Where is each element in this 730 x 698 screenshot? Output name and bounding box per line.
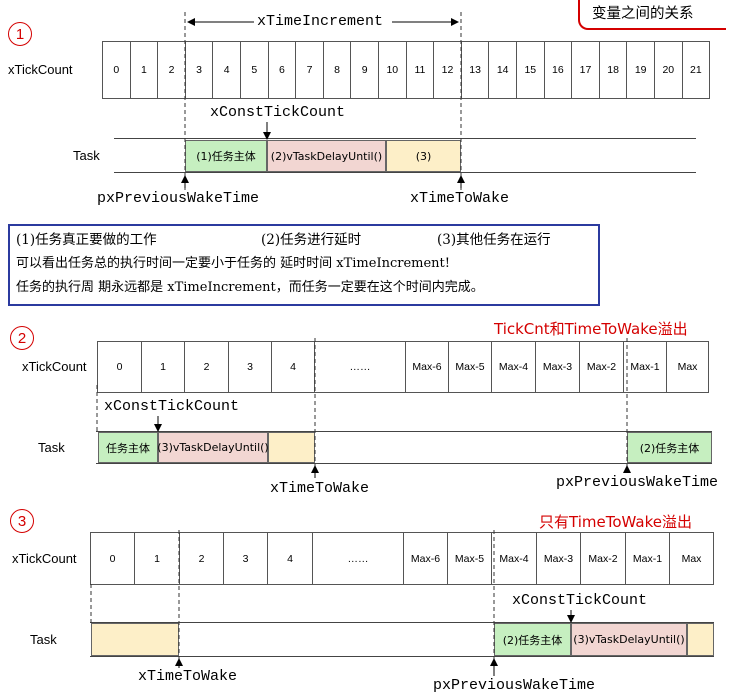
sec1-xtickcount-label: xTickCount [8,62,73,77]
sec2-tick-cell: Max-3 [535,341,580,393]
sec2-const-tick-label: xConstTickCount [104,398,240,415]
sec2-seg-other [268,432,315,463]
sec3-tick-cell: Max [669,532,714,585]
sec2-seg-task-body-prev: (2)任务主体 [627,432,712,463]
explanation-line-2: 可以看出任务总的执行时间一定要小于任务的 延时时间 xTimeIncrement… [16,256,450,271]
sec1-seg-other: (3) [386,140,461,172]
sec1-const-tick-label: xConstTickCount [210,104,346,121]
sec3-task-line-bottom [90,656,714,657]
relationship-badge-text: 变量之间的关系 [592,6,694,22]
sec2-time-to-wake-label: xTimeToWake [270,480,370,497]
sec2-tick-cell: 4 [271,341,315,393]
sec3-tick-cell: 4 [267,532,313,585]
sec2-tick-cell: Max-5 [448,341,492,393]
sec2-seg-delay-until: (3)vTaskDelayUntil() [157,432,269,463]
sec2-tick-cell: 2 [184,341,229,393]
section-2-number: 2 [10,326,34,350]
sec3-tick-cell: Max-5 [447,532,492,585]
sec3-tick-cell: 0 [90,532,135,585]
sec2-tick-cell: Max-1 [623,341,667,393]
sec1-tick-cell: 8 [322,41,352,99]
sec1-tick-cell: 21 [681,41,711,99]
x-time-increment-label: xTimeIncrement [257,13,384,30]
sec3-time-to-wake-label: xTimeToWake [138,668,238,685]
sec2-tick-cell: Max-4 [491,341,536,393]
sec1-task-label: Task [73,148,100,163]
explanation-delay: (2)任务进行延时 [261,232,362,248]
section-3-number: 3 [10,509,34,533]
relationship-badge: 变量之间的关系 [578,0,726,30]
sec2-task-line-bottom [96,463,712,464]
sec2-tick-cell: 0 [97,341,142,393]
sec3-tick-cell: 1 [134,532,180,585]
sec1-tick-cell: 17 [571,41,600,99]
sec3-tick-cell: 2 [179,532,224,585]
sec1-time-to-wake-label: xTimeToWake [410,190,510,207]
sec1-tick-cell: 15 [516,41,545,99]
sec2-task-label: Task [38,440,65,455]
sec2-tick-cell: 3 [228,341,272,393]
sec1-seg-delay-until: (2)vTaskDelayUntil() [267,140,386,172]
sec3-title: 只有TimeToWake溢出 [539,513,692,531]
explanation-line-1: (1)任务真正要做的工作 (2)任务进行延时 (3)其他任务在运行 [16,228,592,252]
sec2-xtickcount-label: xTickCount [22,359,87,374]
sec1-tick-cell: 9 [350,41,379,99]
explanation-line-3: 任务的执行周 期永远都是 xTimeIncrement，而任务一定要在这个时间内… [16,280,484,295]
explanation-box: (1)任务真正要做的工作 (2)任务进行延时 (3)其他任务在运行 可以看出任务总的… [8,224,600,306]
sec2-tick-cell: Max-6 [405,341,449,393]
sec3-seg-other-end [687,623,714,656]
explanation-other: (3)其他任务在运行 [437,232,551,248]
sec1-tick-cell: 4 [212,41,241,99]
sec3-tick-cell: …… [312,532,404,585]
sec3-seg-other-start [91,623,179,656]
sec3-tick-cell: Max-4 [491,532,537,585]
sec2-prev-wake-label: pxPreviousWakeTime [556,474,719,491]
sec3-task-label: Task [30,632,57,647]
sec3-xtickcount-label: xTickCount [12,551,77,566]
sec1-task-line [114,138,696,139]
sec1-tick-cell: 14 [488,41,517,99]
sec2-seg-task-body: 任务主体 [98,432,158,463]
sec3-task-line [90,622,714,623]
sec3-prev-wake-label: pxPreviousWakeTime [433,677,596,694]
sec2-tick-cell: Max-2 [579,341,624,393]
sec2-task-line [96,431,712,432]
section-1-number: 1 [8,22,32,46]
sec1-tick-cell: 19 [626,41,655,99]
sec1-tick-cell: 16 [543,41,573,99]
sec1-tick-cell: 11 [405,41,435,99]
sec1-tick-cell: 0 [102,41,131,99]
sec1-seg-task-body: (1)任务主体 [185,140,267,172]
sec1-tick-cell: 5 [240,41,269,99]
sec3-const-tick-label: xConstTickCount [512,592,648,609]
sec3-seg-task-body: (2)任务主体 [494,623,571,656]
sec1-prev-wake-label: pxPreviousWakeTime [97,190,260,207]
sec1-task-line-bottom [114,172,696,173]
sec3-seg-delay-until: (3)vTaskDelayUntil() [571,623,687,656]
sec2-title: TickCnt和TimeToWake溢出 [494,320,688,338]
sec1-tick-cell: 1 [129,41,159,99]
sec2-tick-cell: Max [666,341,709,393]
explanation-work: (1)任务真正要做的工作 [16,232,157,248]
